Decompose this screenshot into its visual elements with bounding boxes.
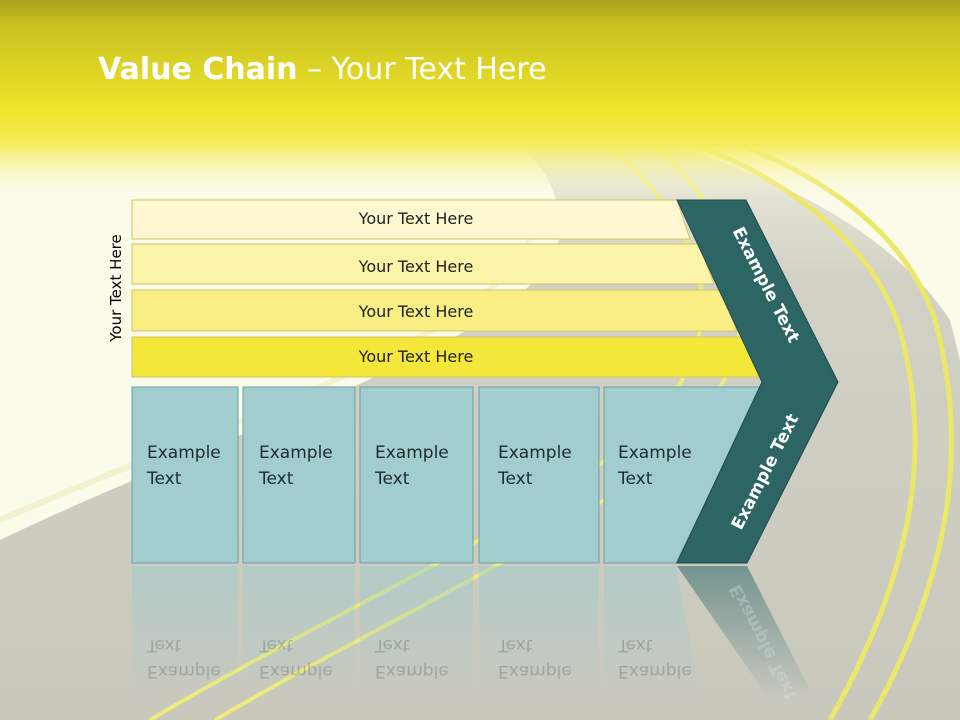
box-1 xyxy=(131,386,239,564)
box-reflection xyxy=(132,566,238,696)
bar-label: Your Text Here xyxy=(358,347,474,366)
chevron-reflection xyxy=(677,566,810,700)
bar-3 xyxy=(131,289,738,332)
box-4 xyxy=(478,386,600,564)
chevron-arrow xyxy=(676,199,839,564)
box-reflection xyxy=(243,566,355,696)
box-label-reflection: Example Text xyxy=(259,635,333,681)
bar-1 xyxy=(131,199,691,240)
box-label-reflection: Example Text xyxy=(498,635,572,681)
bar-label: Your Text Here xyxy=(358,209,474,228)
box-reflection xyxy=(479,566,599,696)
box-5 xyxy=(603,386,763,564)
bar-2 xyxy=(131,243,715,285)
box-label-reflection: Example Text xyxy=(147,635,221,681)
box-3 xyxy=(359,386,474,564)
box-label-reflection: Example Text xyxy=(375,635,449,681)
box-label: Example Text xyxy=(375,443,449,489)
box-2 xyxy=(242,386,356,564)
box-label: Example Text xyxy=(498,443,572,489)
header-band xyxy=(0,0,960,200)
box-reflection xyxy=(360,566,473,696)
title-bold: Value Chain xyxy=(98,52,298,87)
title-rest: – Your Text Here xyxy=(297,52,547,87)
box-label-reflection: Example Text xyxy=(618,635,692,681)
slide-title: Value Chain – Your Text Here xyxy=(98,52,547,87)
bar-label: Your Text Here xyxy=(358,302,474,321)
box-label: Example Text xyxy=(147,443,221,489)
box-label: Example Text xyxy=(618,443,692,489)
bar-label: Your Text Here xyxy=(358,257,474,276)
box-reflection xyxy=(604,566,700,696)
side-label: Your Text Here xyxy=(107,234,125,342)
box-label: Example Text xyxy=(259,443,333,489)
